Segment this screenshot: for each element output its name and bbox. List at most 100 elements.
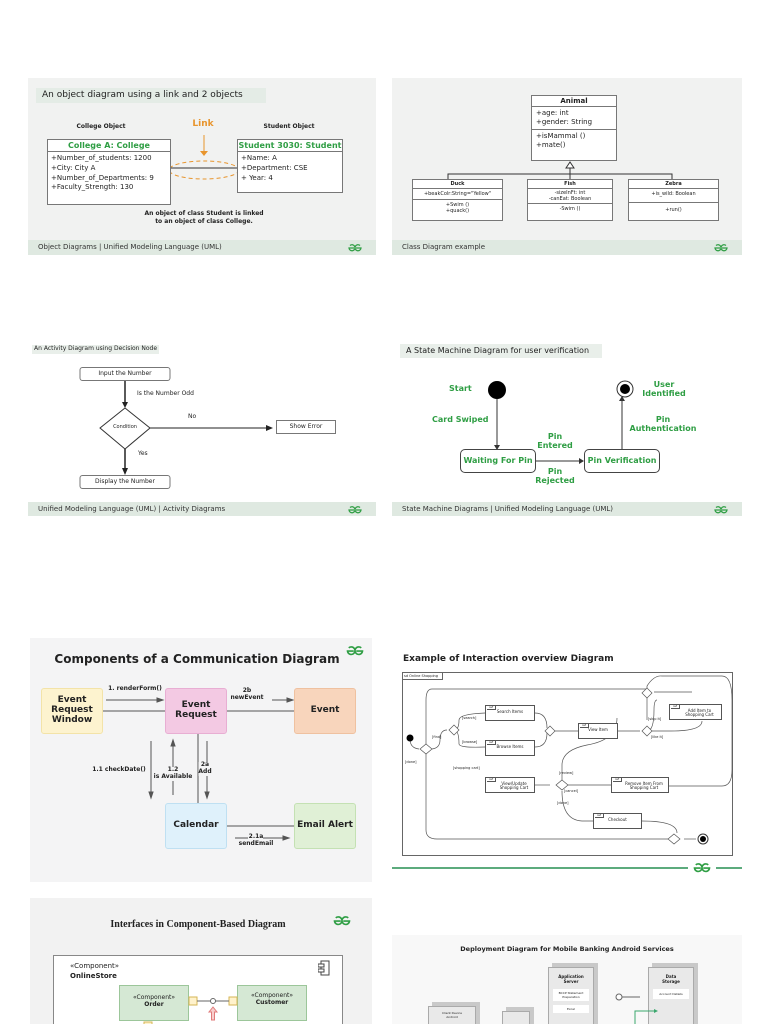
event-node: Event <box>294 688 356 734</box>
display-number-node: Display the Number <box>79 475 171 489</box>
inheritance-triangle <box>565 161 575 169</box>
activity-diagram-card: An Activity Diagram using Decision Node … <box>28 342 376 516</box>
fish-attrs: -sizeInFt: int -canEat: Boolean <box>528 189 612 204</box>
guard-browse: [browse] <box>462 740 478 744</box>
order-name: Order <box>144 1001 164 1008</box>
pin-verification-state: Pin Verification <box>584 449 660 473</box>
interaction-frame: sd Online Shopping <box>402 672 733 856</box>
animal-method: +mate() <box>536 141 566 150</box>
ref-search-items: Search Items <box>485 705 535 721</box>
fish-method: -Swim () <box>559 206 581 212</box>
storage-artifact: Account Details <box>653 989 689 999</box>
card-swiped-label: Card Swiped <box>432 415 489 424</box>
guard-review: [review] <box>559 771 574 775</box>
component-diagram-card: Interfaces in Component-Based Diagram «C… <box>30 898 372 1024</box>
student-object-box: Student 3030: Student +Name: A +Departme… <box>237 139 343 193</box>
activity-footer-text: Unified Modeling Language (UML) | Activi… <box>38 505 226 513</box>
activity-flow <box>99 381 273 475</box>
interaction-flows <box>406 675 733 845</box>
state-diagram-card: A State Machine Diagram for user verific… <box>392 342 742 516</box>
data-storage-label: Data Storage <box>662 974 680 984</box>
zebra-attr: +is_wild: Boolean <box>629 189 718 203</box>
gfg-logo-icon <box>714 244 728 252</box>
component-title: Interfaces in Component-Based Diagram <box>110 919 286 930</box>
college-attr: +City: City A <box>51 163 96 172</box>
link-label: Link <box>192 119 214 129</box>
object-diagram-title: An object diagram using a link and 2 obj… <box>36 88 266 103</box>
inheritance-lines <box>447 161 673 179</box>
question-label: Is the Number Odd <box>137 390 194 397</box>
communication-diagram-card: Components of a Communication Diagram Ev… <box>30 638 372 882</box>
app-artifact: BCCP Statement Preparation <box>553 989 589 1001</box>
link-ellipse <box>168 160 240 180</box>
interaction-overview-card: Example of Interaction overview Diagram … <box>392 640 742 880</box>
store-stereotype: «Component» <box>70 962 120 970</box>
waiting-for-pin-state: Waiting For Pin <box>460 449 536 473</box>
frame-label: sd Online Shopping <box>403 673 443 681</box>
guard-skip-it: [skip it] <box>648 717 662 721</box>
deployment-diagram-card: Deployment Diagram for Mobile Banking An… <box>392 935 742 1024</box>
email-alert-node: Email Alert <box>294 803 356 849</box>
guard-done: [done] <box>405 760 417 764</box>
event-request-window-node: Event Request Window <box>41 688 103 734</box>
activity-title: An Activity Diagram using Decision Node <box>32 345 160 354</box>
state-footer-text: State Machine Diagrams | Unified Modelin… <box>402 505 614 513</box>
message-line: 2b <box>242 687 252 694</box>
object-diagram-card: An object diagram using a link and 2 obj… <box>28 78 376 255</box>
student-attr: +Department: CSE <box>241 163 308 172</box>
class-footer: Class Diagram example <box>392 240 742 255</box>
client-device-node: Client Device Android <box>428 1006 476 1024</box>
guard-cancel: [cancel] <box>564 789 579 793</box>
message-line: sendEmail <box>238 839 274 847</box>
ref-add-item: Add Item to Shopping Cart <box>669 704 722 720</box>
animal-attr: +age: int <box>536 109 569 117</box>
gfg-logo-icon <box>688 863 716 873</box>
online-store-component: «Component» OnlineStore «Component» Orde… <box>53 955 343 1024</box>
animal-method: +isMammal () <box>536 132 586 141</box>
pin-auth-line: Authentication <box>629 424 697 434</box>
animal-attrs: +age: int +gender: String <box>532 107 616 131</box>
yes-label: Yes <box>138 450 148 457</box>
guard-shopping-cart: [shopping cart] <box>453 766 480 770</box>
student-object-label: Student Object <box>263 123 315 130</box>
user-identified-line: User <box>653 380 675 389</box>
gfg-logo-icon <box>346 646 364 656</box>
state-title: A State Machine Diagram for user verific… <box>400 344 602 358</box>
start-label: Start <box>449 384 472 393</box>
render-form-message: 1. renderForm() <box>108 685 162 692</box>
college-object-label: College Object <box>76 123 126 130</box>
college-attr: +Faculty_Strength: 130 <box>51 183 134 192</box>
interaction-divider <box>392 867 742 869</box>
arrow-icon <box>207 1006 219 1021</box>
duck-class-name: Duck <box>413 180 502 189</box>
object-footer: Object Diagrams | Unified Modeling Langu… <box>28 240 376 255</box>
event-request-node: Event Request <box>165 688 227 734</box>
middle-node <box>502 1011 530 1024</box>
application-server-node: Application Server BCCP Statement Prepar… <box>548 967 594 1024</box>
order-component: «Component» Order <box>119 985 189 1021</box>
check-date-message: 1.1 checkDate() <box>92 766 146 773</box>
duck-attr: +beakColr:String="Yellow" <box>413 189 502 200</box>
interaction-initial-node <box>406 734 414 742</box>
message-line: 1.2 <box>167 766 179 773</box>
ref-browse-items: Browse Items <box>485 740 535 756</box>
client-device-label: Client Device Android <box>442 1011 462 1019</box>
message-line: is Available <box>153 772 193 780</box>
show-error-node: Show Error <box>276 420 336 434</box>
animal-methods: +isMammal () +mate() <box>532 130 616 152</box>
student-attr: + Year: 4 <box>241 173 273 182</box>
duck-method: +quack() <box>445 208 470 214</box>
college-object-box: College A: College +Number_of_students: … <box>47 139 171 205</box>
activity-footer: Unified Modeling Language (UML) | Activi… <box>28 502 376 516</box>
college-attrs: +Number_of_students: 1200 +City: City A … <box>48 152 170 195</box>
object-caption-1: An object of class Student is linked <box>144 210 264 217</box>
calendar-node: Calendar <box>165 803 227 849</box>
gfg-logo-icon <box>348 506 362 514</box>
communication-links <box>103 697 295 841</box>
fish-class-name: Fish <box>528 180 612 189</box>
interface-connector <box>143 996 238 1024</box>
